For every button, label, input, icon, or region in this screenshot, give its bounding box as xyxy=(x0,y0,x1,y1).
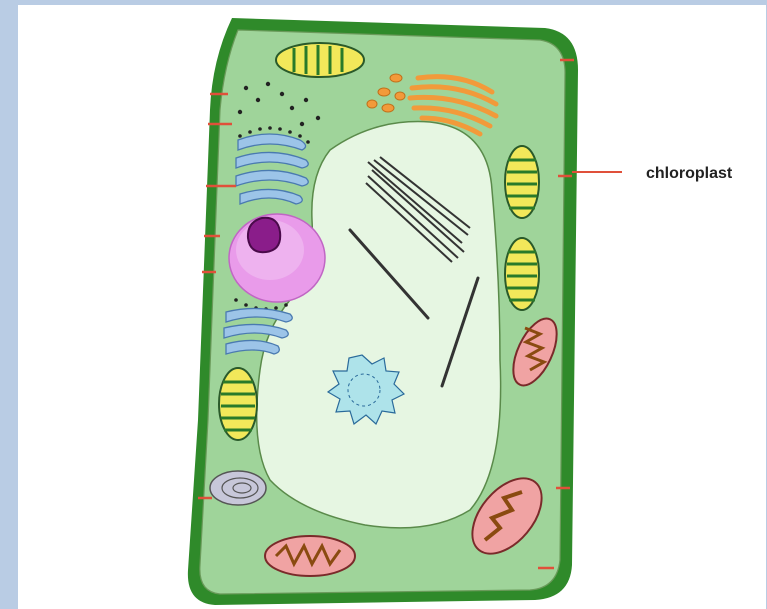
chloroplast-organelle xyxy=(505,238,539,310)
lysosome xyxy=(210,471,266,505)
plant-cell-diagram xyxy=(18,5,766,609)
diagram-frame: chloroplast xyxy=(18,5,766,609)
chloroplast-organelle xyxy=(276,43,364,77)
label-chloroplast: chloroplast xyxy=(646,165,732,183)
chloroplast-organelle xyxy=(219,368,257,440)
chloroplast-organelle xyxy=(505,146,539,218)
nucleolus xyxy=(248,218,280,252)
mitochondrion xyxy=(265,536,355,576)
